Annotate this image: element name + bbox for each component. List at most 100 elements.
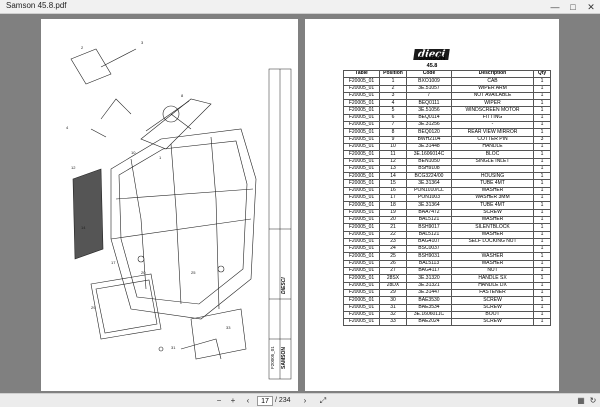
- cell-description: SINGLE INLET: [451, 157, 534, 166]
- callout-label: 1: [159, 155, 162, 160]
- cell-qty: 1: [533, 201, 551, 210]
- drawing-page: 2 3 4 8 1 10 12 14 17 20 25 29 31 33: [41, 19, 298, 391]
- document-viewer[interactable]: 2 3 4 8 1 10 12 14 17 20 25 29 31 33: [0, 14, 600, 393]
- cell-position: 26: [379, 259, 407, 269]
- previous-page-icon[interactable]: ‹: [246, 396, 250, 405]
- cell-description: SCREW: [451, 208, 534, 217]
- cell-code: BAG4117: [406, 266, 452, 276]
- cell-description: [451, 245, 534, 254]
- cell-position: 4: [379, 99, 407, 108]
- cell-qty: 1: [533, 245, 551, 254]
- cell-table: F20005_01: [343, 208, 380, 217]
- page-title: SAMSON: [418, 56, 446, 62]
- cell-code: BWH2104: [406, 135, 452, 144]
- close-button[interactable]: ✕: [587, 2, 595, 12]
- cell-table: F20005_01: [343, 230, 380, 239]
- cell-code: BAE3530: [406, 296, 452, 305]
- minimize-button[interactable]: —: [550, 2, 560, 12]
- cell-qty: 1: [533, 310, 551, 320]
- cell-description: WASHER: [451, 186, 534, 196]
- cell-qty: 1: [533, 266, 551, 276]
- cell-position: 5: [379, 106, 407, 115]
- cell-description: HANDLE DX: [451, 281, 534, 290]
- cell-code: 3E.51056: [406, 106, 452, 115]
- rotate-icon[interactable]: ↻: [589, 396, 597, 405]
- cell-position: 10: [379, 142, 407, 152]
- cell-table: F20005_01: [343, 121, 380, 130]
- callout-label: 10: [131, 150, 136, 155]
- cell-table: F20005_01: [343, 142, 380, 152]
- parts-list-page: dieci SAMSON 45.8 Table Position Code De…: [305, 19, 559, 391]
- cell-description: WASHER: [451, 230, 534, 239]
- cell-description: WIPER: [451, 99, 534, 108]
- callout-label: 2: [81, 45, 84, 50]
- cell-table: F20005_01: [343, 194, 380, 203]
- cell-code: 3E.31256: [406, 121, 452, 130]
- cell-table: F20005_01: [343, 245, 380, 254]
- cell-qty: 1: [533, 296, 551, 305]
- cell-description: HANDLE: [451, 142, 534, 152]
- cell-description: NUT: [451, 266, 534, 276]
- cell-description: NOT AVAILABLE: [451, 91, 534, 101]
- cell-description: HOUSING: [451, 172, 534, 181]
- cell-code: 3E.1606011C: [406, 310, 452, 320]
- cell-position: 3: [379, 91, 407, 101]
- cell-table: F20005_01: [343, 128, 380, 137]
- maximize-button[interactable]: □: [570, 2, 576, 12]
- cell-qty: 1: [533, 274, 551, 283]
- cell-code: PON1003: [406, 194, 452, 203]
- cell-code: 3E.31448: [406, 142, 452, 152]
- page-view-icon[interactable]: ▦: [577, 396, 585, 405]
- cell-qty: 1: [533, 230, 551, 239]
- cell-code: BAL5121: [406, 215, 452, 225]
- cell-description: BOOT: [451, 310, 534, 320]
- col-header-code: Code: [406, 69, 452, 79]
- cell-description: SILENTBLOCK: [451, 223, 534, 232]
- cell-qty: 1: [533, 208, 551, 217]
- cell-table: F20005_01: [343, 266, 380, 276]
- cell-description: SELF LOCKING NUT: [451, 237, 534, 247]
- cell-position: 24: [379, 245, 407, 254]
- cell-qty: 1: [533, 179, 551, 188]
- cell-code: BEQ0111: [406, 99, 452, 108]
- cell-position: 25: [379, 252, 407, 261]
- cell-table: F20005_01: [343, 135, 380, 144]
- cell-code: BEN1050: [406, 157, 452, 166]
- title-block-table: F20005_01: [270, 346, 275, 369]
- cell-code: 3E.51057: [406, 84, 452, 93]
- cell-position: 32: [379, 310, 407, 320]
- cell-description: FITTING: [451, 113, 534, 123]
- zoom-out-icon[interactable]: −: [216, 396, 222, 405]
- callout-label: 4: [66, 125, 69, 130]
- cell-code: BXO1009: [406, 77, 452, 86]
- callout-label: 31: [171, 345, 176, 350]
- table-header-row: Table Position Code Description Qty: [343, 69, 551, 79]
- cell-table: F20005_01: [343, 201, 380, 210]
- cell-position: 18: [379, 201, 407, 210]
- cell-qty: 1: [533, 164, 551, 174]
- zoom-in-icon[interactable]: +: [230, 396, 236, 405]
- next-page-icon[interactable]: ›: [303, 396, 307, 405]
- cell-qty: 1: [533, 259, 551, 269]
- cell-qty: 1: [533, 77, 551, 86]
- cell-code: BAL5121: [406, 230, 452, 239]
- cell-code: 3E.31320: [406, 274, 452, 283]
- cell-position: 31: [379, 303, 407, 312]
- fit-page-icon[interactable]: ⤢: [319, 396, 327, 405]
- callout-label: 33: [226, 325, 231, 330]
- page-number-input[interactable]: 17: [257, 396, 273, 406]
- cell-position: 33: [379, 318, 407, 327]
- cell-position: 13: [379, 164, 407, 174]
